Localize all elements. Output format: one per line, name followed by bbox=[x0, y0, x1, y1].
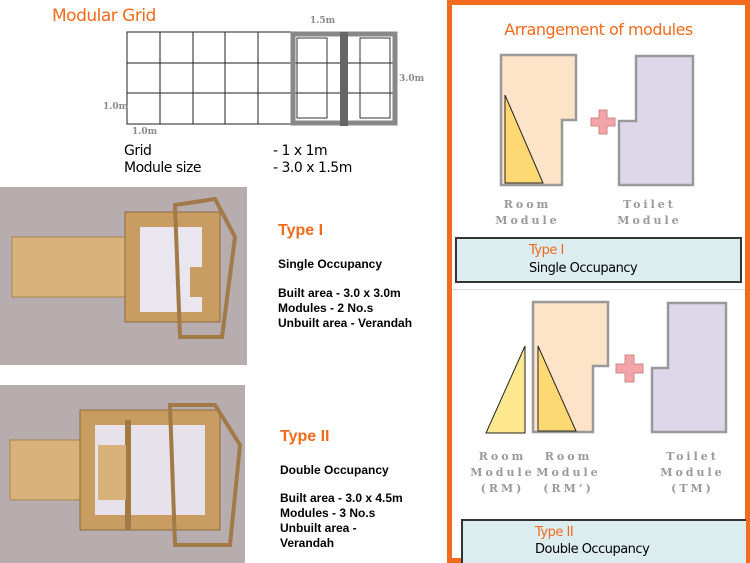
type2-title: Type II bbox=[280, 428, 330, 445]
room-triangle bbox=[504, 94, 544, 184]
grid-spec-values: - 1 x 1m - 3.0 x 1.5m bbox=[273, 143, 352, 177]
detail-line: Built area - 3.0 x 4.5m bbox=[280, 491, 403, 505]
detail-line: Built area - 3.0 x 3.0m bbox=[278, 286, 401, 300]
type2-model-photo bbox=[0, 385, 245, 563]
toilet-module-shape bbox=[650, 301, 728, 434]
divider bbox=[452, 289, 745, 290]
detail-line: Verandah bbox=[280, 536, 335, 550]
type2-details: Built area - 3.0 x 4.5m Modules - 3 No.s… bbox=[280, 491, 403, 551]
spec-value: - 1 x 1m bbox=[273, 143, 328, 159]
type2-occupancy: Double Occupancy bbox=[280, 463, 389, 477]
dim-left: 1.0m bbox=[103, 102, 129, 112]
type1-box-sub: Single Occupancy bbox=[529, 261, 638, 276]
type2-box: Type II Double Occupancy bbox=[461, 519, 746, 563]
type2-box-title: Type II bbox=[535, 525, 574, 540]
modular-grid-diagram bbox=[126, 31, 398, 126]
dim-top: 1.5m bbox=[310, 16, 336, 26]
dim-right: 3.0m bbox=[399, 74, 425, 84]
grid-spec-labels: Grid Module size bbox=[124, 143, 202, 177]
plus-icon bbox=[615, 354, 644, 383]
type1-model-photo bbox=[0, 187, 247, 365]
detail-line: Modules - 2 No.s bbox=[278, 301, 374, 315]
spec-value: - 3.0 x 1.5m bbox=[273, 160, 352, 176]
dim-bottom: 1.0m bbox=[132, 127, 158, 137]
spec-label: Grid bbox=[124, 143, 152, 159]
type1-title: Type I bbox=[278, 222, 324, 239]
rm2-triangle bbox=[537, 345, 577, 432]
rm-triangle bbox=[485, 345, 526, 434]
plus-icon bbox=[590, 109, 616, 135]
type1-details: Built area - 3.0 x 3.0m Modules - 2 No.s… bbox=[278, 286, 412, 331]
detail-line: Unbuilt area - Verandah bbox=[278, 316, 413, 330]
type2-box-sub: Double Occupancy bbox=[535, 542, 650, 557]
type2-module-diagram bbox=[485, 300, 728, 434]
detail-line: Modules - 3 No.s bbox=[280, 506, 376, 520]
grid-title: Modular Grid bbox=[52, 6, 156, 26]
panel-title: Arrangement of modules bbox=[504, 20, 693, 39]
spec-label: Module size bbox=[124, 160, 202, 176]
detail-line: Unbuilt area - bbox=[280, 521, 357, 535]
toilet-module-shape bbox=[617, 54, 695, 187]
type1-box-title: Type I bbox=[529, 243, 564, 258]
type1-module-diagram bbox=[499, 53, 695, 187]
type1-occupancy: Single Occupancy bbox=[278, 257, 383, 271]
type1-box: Type I Single Occupancy bbox=[455, 237, 742, 283]
